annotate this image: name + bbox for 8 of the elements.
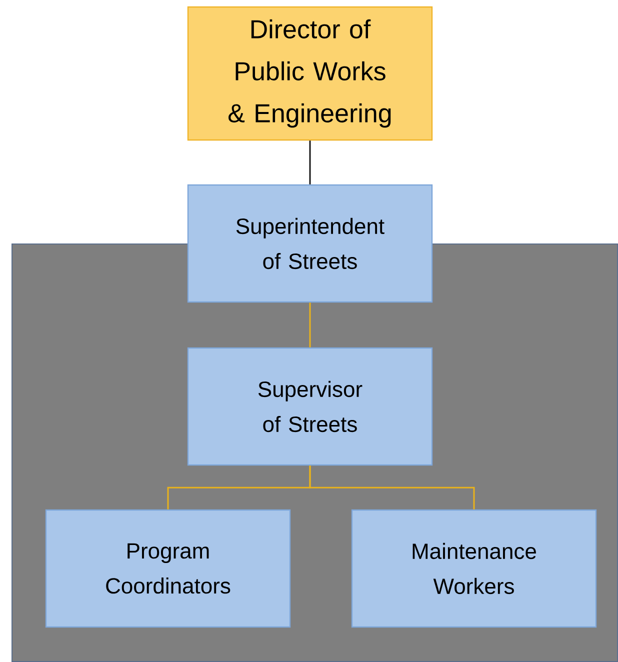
connector-line (309, 302, 311, 348)
connector-line (309, 140, 311, 184)
connector-line (309, 466, 475, 510)
org-box: Program Coordinators (45, 509, 291, 628)
org-box: Supervisor of Streets (187, 347, 433, 466)
org-box: Director of Public Works & Engineering (187, 6, 433, 141)
org-box: Superintendent of Streets (187, 184, 433, 303)
org-box: Maintenance Workers (351, 509, 597, 628)
